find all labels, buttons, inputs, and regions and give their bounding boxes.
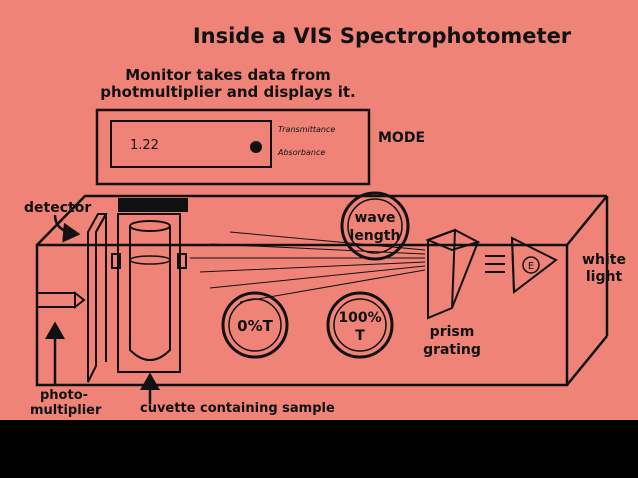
mode-label: MODE: [378, 130, 425, 146]
hundred-t-label-line1: 100%: [338, 310, 381, 326]
hundred-t-knob-outer[interactable]: [326, 291, 394, 359]
prism-front: [427, 228, 457, 320]
hundred-t-label-line2: T: [355, 328, 365, 344]
absorbance-label: Absorbance: [277, 148, 325, 157]
mode-indicator-dot: [250, 141, 262, 153]
photomultiplier-label-line2: multiplier: [30, 403, 102, 418]
white-light-beam: [485, 255, 505, 273]
bulb-icon: [522, 256, 540, 274]
wavelength-label-line1: wave: [354, 210, 395, 226]
cuvette-lid: [118, 198, 188, 212]
zero-t-knob-outer[interactable]: [221, 291, 289, 359]
detector-plate: [87, 213, 108, 383]
transmittance-label: Transmittance: [278, 125, 335, 134]
white-light-label-line2: light: [586, 269, 623, 285]
cuvette-label: cuvette containing sample: [140, 401, 335, 416]
instrument-box-front: [35, 243, 569, 387]
instrument-box-edge: [566, 195, 608, 246]
hundred-t-knob-inner: [333, 298, 387, 352]
wavelength-knob-inner: [347, 198, 403, 254]
monitor-caption-line1: Monitor takes data from: [125, 66, 331, 84]
detector-arrow: [53, 214, 81, 243]
instrument-box-bottom-edge: [566, 335, 608, 386]
monitor-screen: [110, 120, 272, 168]
instrument-box-outline: [36, 194, 607, 246]
prism-top: [425, 228, 481, 252]
cuvette-sample-level: [129, 255, 171, 265]
slide: Inside a VIS Spectrophotometer Monitor t…: [0, 0, 638, 420]
photomultiplier-tip: [74, 290, 86, 310]
cuvette-top: [129, 220, 171, 232]
wavelength-label-line2: length: [350, 228, 401, 244]
spectrophotometer-diagram: Inside a VIS Spectrophotometer Monitor t…: [24, 24, 626, 418]
zero-t-label: 0%T: [237, 317, 273, 335]
prism-right-edge: [451, 241, 479, 309]
monitor-reading: 1.22: [130, 138, 159, 153]
detector-plate-edge: [95, 213, 107, 233]
wavelength-knob-outer[interactable]: [340, 191, 410, 261]
bulb-symbol: E: [528, 261, 534, 272]
cuvette-tube: [129, 226, 171, 361]
monitor-caption-line2: photmultiplier and displays it.: [100, 83, 356, 101]
photomultiplier-label-line1: photo-: [40, 388, 88, 403]
cuvette-holder: [117, 213, 181, 373]
prism-label-line2: grating: [423, 342, 481, 358]
light-source-back: [511, 237, 515, 293]
detector-label: detector: [24, 200, 91, 216]
holder-slot-left: [111, 253, 121, 269]
slide-title: Inside a VIS Spectrophotometer: [193, 24, 572, 48]
holder-slot-right: [177, 253, 187, 269]
monitor-box: [95, 108, 371, 186]
zero-t-knob-inner: [228, 298, 282, 352]
prism-label-line1: prism: [430, 324, 475, 340]
photomultiplier-tube: [36, 292, 76, 308]
white-light-label-line1: white: [582, 252, 626, 268]
